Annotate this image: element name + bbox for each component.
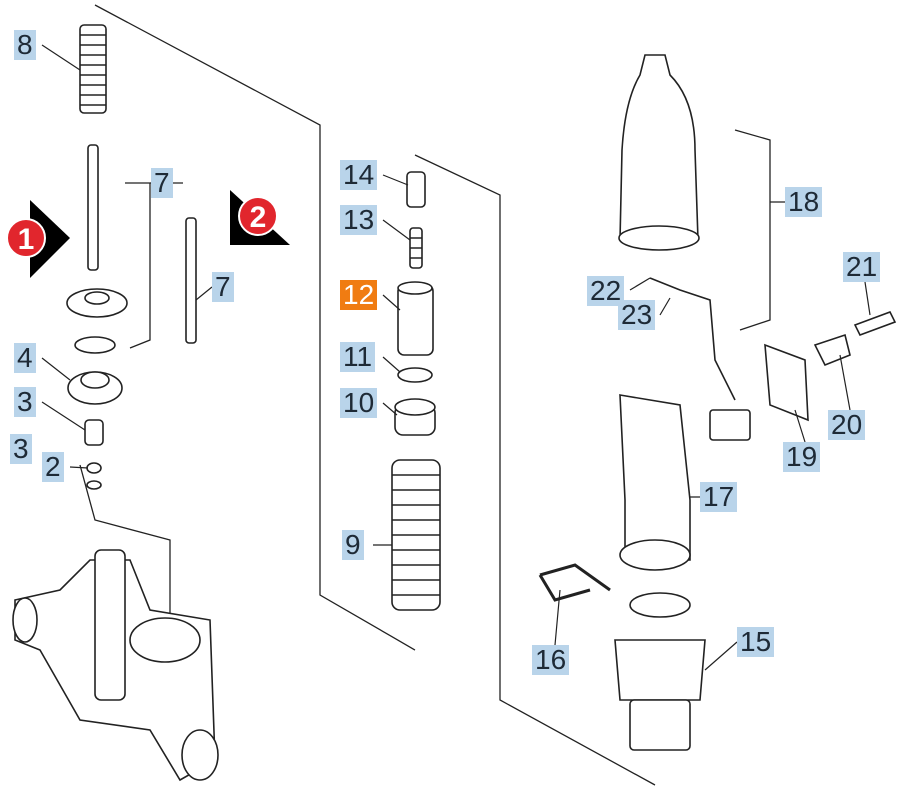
fitting-15 <box>614 592 706 751</box>
pin-7b <box>185 217 197 344</box>
screw-21 <box>853 311 897 336</box>
part-label-4[interactable]: 4 <box>14 343 36 373</box>
seal-10 <box>394 398 436 436</box>
valve-body <box>12 549 219 782</box>
cable <box>649 277 736 401</box>
part-label-11[interactable]: 11 <box>340 342 376 372</box>
step-badge-2: 2 <box>238 196 278 236</box>
part-label-16[interactable]: 16 <box>532 645 570 675</box>
part-label-7[interactable]: 7 <box>212 272 234 302</box>
sleeve-12 <box>397 281 434 356</box>
part-label-7[interactable]: 7 <box>151 168 173 198</box>
assembly-lines <box>79 4 771 786</box>
plug <box>709 409 751 441</box>
part-label-14[interactable]: 14 <box>340 160 378 190</box>
step-badge-1: 1 <box>6 218 46 258</box>
part-label-2[interactable]: 2 <box>42 452 64 482</box>
part-label-3[interactable]: 3 <box>14 387 36 417</box>
part-label-17[interactable]: 17 <box>700 482 738 512</box>
o-ring <box>74 336 116 354</box>
part-label-9[interactable]: 9 <box>342 530 364 560</box>
part-label-23[interactable]: 23 <box>618 300 656 330</box>
pin-20 <box>813 333 851 367</box>
spring-8 <box>79 24 107 114</box>
clip-16 <box>538 563 611 602</box>
part-label-19[interactable]: 19 <box>783 442 821 472</box>
holder-17 <box>619 394 691 561</box>
part-label-8[interactable]: 8 <box>14 30 36 60</box>
part-label-15[interactable]: 15 <box>737 627 775 657</box>
part-14 <box>406 171 426 208</box>
arrow-1-icon <box>30 200 70 278</box>
pin-7a <box>87 144 99 271</box>
part-label-18[interactable]: 18 <box>785 187 823 217</box>
part-label-12[interactable]: 12 <box>340 280 378 310</box>
part-label-13[interactable]: 13 <box>340 205 378 235</box>
part-label-3[interactable]: 3 <box>10 434 32 464</box>
spring-13 <box>409 227 423 269</box>
valve-3 <box>84 419 104 446</box>
part-label-22[interactable]: 22 <box>587 276 625 306</box>
housing-19 <box>764 343 809 422</box>
part-label-10[interactable]: 10 <box>340 388 378 418</box>
part-label-20[interactable]: 20 <box>828 410 866 440</box>
cap-18 <box>619 54 699 241</box>
o-ring-11 <box>397 367 433 383</box>
spring-9 <box>391 459 441 611</box>
part-label-21[interactable]: 21 <box>843 252 881 282</box>
